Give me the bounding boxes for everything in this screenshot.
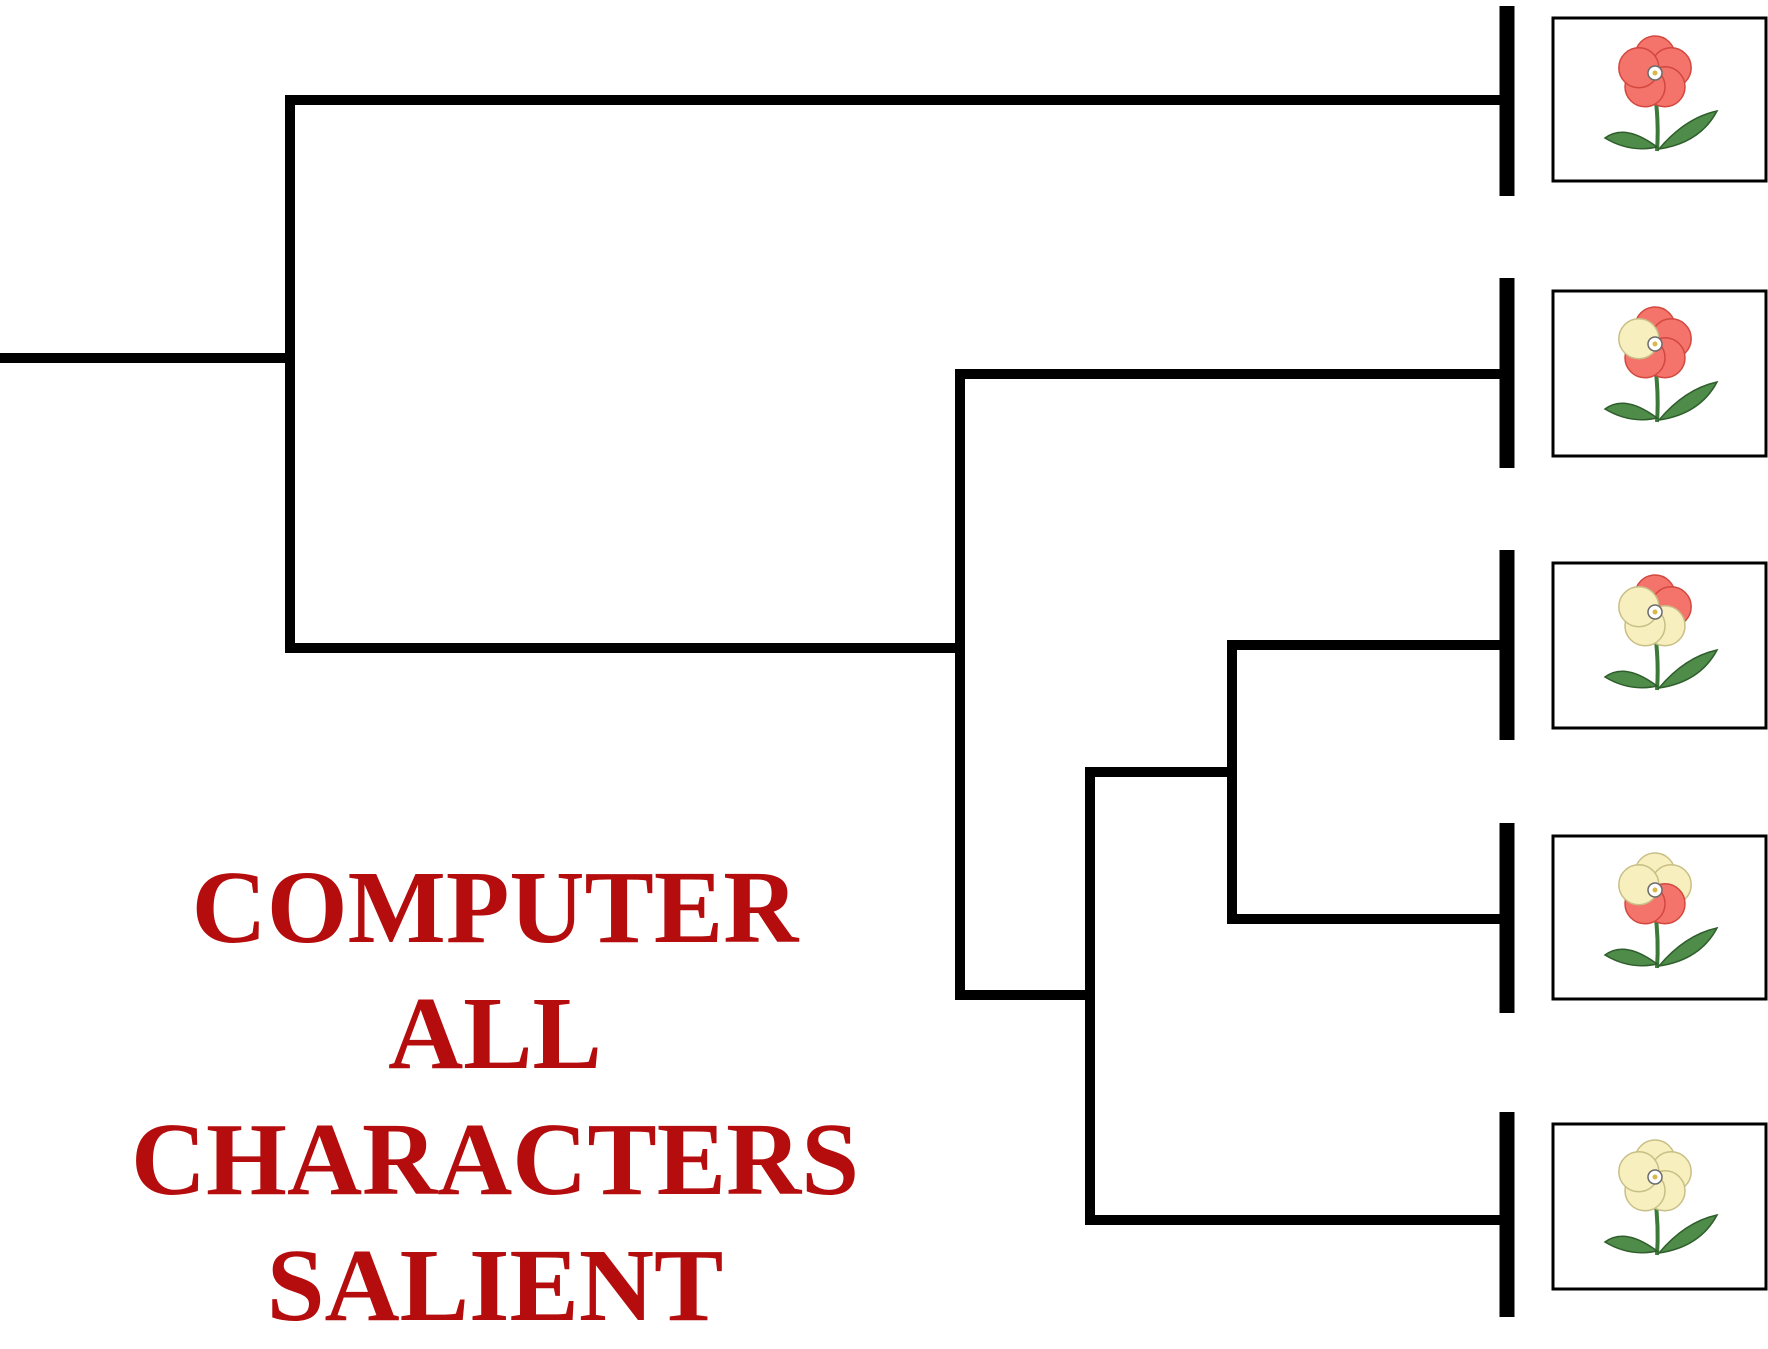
- flower-taxon-3: [1553, 563, 1766, 728]
- flower-boxes: [1553, 18, 1766, 1289]
- caption-line-1: COMPUTER: [100, 845, 890, 971]
- caption-line-4: SALIENT: [100, 1223, 890, 1349]
- flower-taxon-5: [1553, 1124, 1766, 1289]
- flower-pistil-icon: [1653, 342, 1658, 347]
- flower-taxon-1: [1553, 18, 1766, 181]
- flower-pistil-icon: [1653, 888, 1658, 893]
- flower-taxon-4: [1553, 836, 1766, 999]
- caption-line-3: CHARACTERS: [100, 1097, 890, 1223]
- flower-pistil-icon: [1653, 1175, 1658, 1180]
- flower-taxon-2: [1553, 291, 1766, 456]
- caption-line-2: ALL: [100, 971, 890, 1097]
- flower-pistil-icon: [1653, 71, 1658, 76]
- caption-text: COMPUTER ALL CHARACTERS SALIENT: [100, 845, 890, 1349]
- flower-pistil-icon: [1653, 610, 1658, 615]
